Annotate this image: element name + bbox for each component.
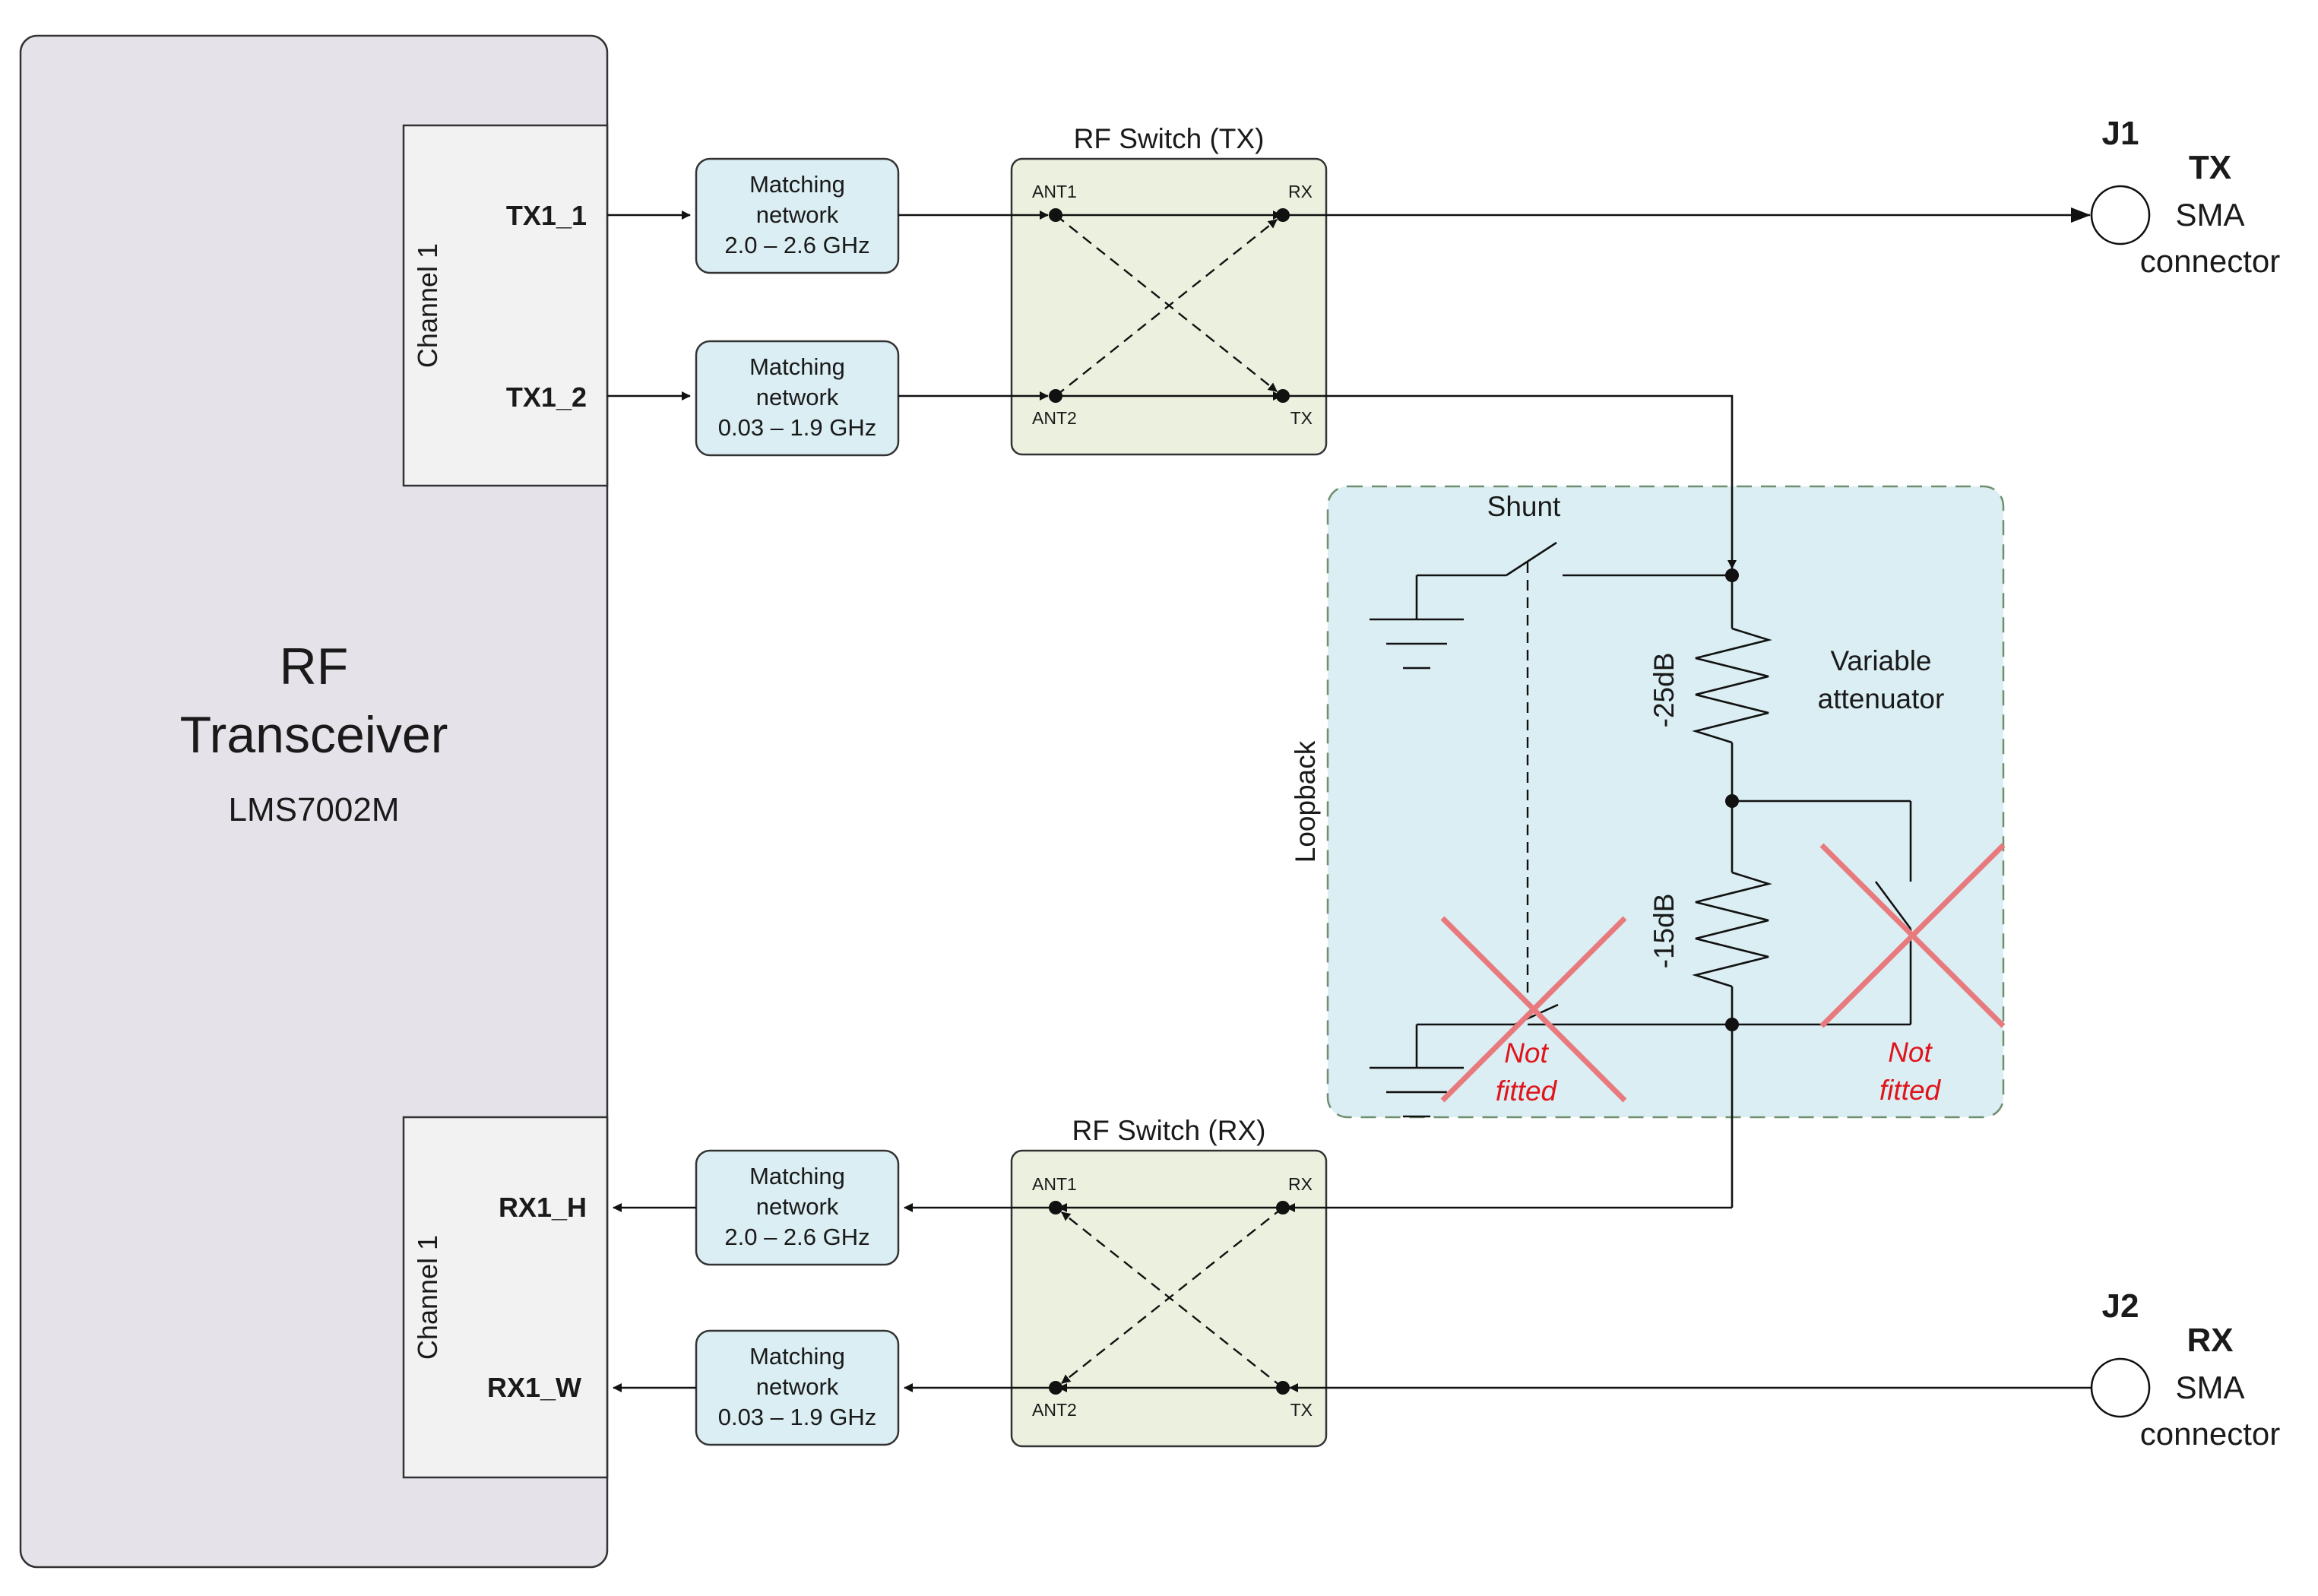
- connector-j2: J2 RX SMA connector: [2090, 1287, 2280, 1452]
- j1-line1: SMA: [2175, 197, 2244, 233]
- not-fitted-label-2a: Not: [1888, 1037, 1933, 1068]
- sw-rx-rx-label: RX: [1288, 1174, 1313, 1194]
- tx-channel-label: Channel 1: [412, 243, 443, 368]
- rf-switch-rx: RF Switch (RX) ANT1 ANT2 RX TX: [1010, 1115, 1328, 1448]
- matching-network-rx-wide: Matching network 0.03 – 1.9 GHz: [695, 1329, 900, 1446]
- sw-tx-tx-label: TX: [1290, 408, 1313, 428]
- mn3-line1: Matching: [749, 1163, 845, 1189]
- resistor-25db-label: -25dB: [1648, 653, 1680, 728]
- mn3-line3: 2.0 – 2.6 GHz: [724, 1224, 869, 1250]
- mn2-line3: 0.03 – 1.9 GHz: [718, 414, 877, 441]
- sma-connector-icon: [2090, 185, 2151, 245]
- loopback-region: Loopback Shunt Variable attenuator -25dB…: [1286, 485, 2006, 1212]
- matching-network-tx-high: Matching network 2.0 – 2.6 GHz: [695, 157, 900, 274]
- transceiver-title-2: Transceiver: [180, 706, 448, 764]
- port-rx1-h-label: RX1_H: [499, 1192, 587, 1223]
- mn1-line2: network: [756, 201, 839, 228]
- matching-network-rx-high: Matching network 2.0 – 2.6 GHz: [695, 1149, 900, 1266]
- rf-switch-tx-title: RF Switch (TX): [1074, 123, 1265, 154]
- sw-rx-ant1-label: ANT1: [1032, 1174, 1077, 1194]
- not-fitted-label-1a: Not: [1504, 1037, 1549, 1069]
- mn4-line2: network: [756, 1373, 839, 1400]
- j2-line2: connector: [2140, 1416, 2280, 1452]
- j2-name: RX: [2187, 1322, 2233, 1359]
- ground-icon: [1370, 618, 1464, 670]
- rx-channel-box: Channel 1 RX1_H RX1_W: [402, 1116, 609, 1479]
- not-fitted-cross-icon: [1819, 843, 2006, 1028]
- mn1-line1: Matching: [749, 171, 845, 198]
- rf-switch-rx-title: RF Switch (RX): [1072, 1115, 1266, 1146]
- resistor-15db-label: -15dB: [1648, 894, 1680, 969]
- mn4-line1: Matching: [749, 1343, 845, 1370]
- shunt-label: Shunt: [1487, 491, 1561, 522]
- attenuator-label-2: attenuator: [1818, 683, 1945, 714]
- j1-name: TX: [2189, 149, 2231, 186]
- tx-signal-wires: [607, 207, 2091, 569]
- port-rx1-w-label: RX1_W: [487, 1372, 581, 1403]
- mn1-line3: 2.0 – 2.6 GHz: [724, 232, 869, 258]
- j2-ref: J2: [2102, 1287, 2139, 1325]
- transceiver-title-1: RF: [280, 638, 349, 695]
- ground-icon: [1370, 1066, 1464, 1118]
- port-tx1-2-label: TX1_2: [506, 382, 587, 413]
- sma-connector-icon: [2090, 1357, 2151, 1418]
- attenuator-label-1: Variable: [1830, 645, 1931, 676]
- shunt-switch-blade: [1506, 541, 1557, 577]
- port-tx1-1-label: TX1_1: [506, 200, 587, 231]
- sw-tx-ant1-label: ANT1: [1032, 182, 1077, 201]
- sw-rx-ant2-label: ANT2: [1032, 1400, 1077, 1420]
- sw-tx-rx-label: RX: [1288, 182, 1313, 201]
- resistor-25db: [1692, 627, 1772, 744]
- rf-switch-tx: RF Switch (TX) ANT1 ANT2 RX TX: [1010, 123, 1328, 456]
- not-fitted-label-2b: fitted: [1879, 1075, 1942, 1106]
- j1-line2: connector: [2140, 243, 2280, 279]
- mn4-line3: 0.03 – 1.9 GHz: [718, 1404, 877, 1430]
- rx-signal-wires: [613, 1203, 2092, 1392]
- transceiver-part-number: LMS7002M: [228, 791, 399, 828]
- sw-rx-tx-label: TX: [1290, 1400, 1313, 1420]
- loopback-label: Loopback: [1290, 740, 1321, 863]
- resistor-15db: [1692, 871, 1772, 988]
- rx-channel-label: Channel 1: [412, 1235, 443, 1360]
- not-fitted-cross-icon: [1440, 916, 1627, 1103]
- not-fitted-label-1b: fitted: [1496, 1075, 1558, 1107]
- connector-j1: J1 TX SMA connector: [2090, 115, 2280, 279]
- tx-channel-box: Channel 1 TX1_1 TX1_2: [402, 124, 609, 487]
- mn2-line1: Matching: [749, 353, 845, 380]
- sw-tx-ant2-label: ANT2: [1032, 408, 1077, 428]
- mn2-line2: network: [756, 384, 839, 410]
- matching-network-tx-wide: Matching network 0.03 – 1.9 GHz: [695, 340, 900, 457]
- mn3-line2: network: [756, 1193, 839, 1220]
- j2-line1: SMA: [2175, 1370, 2244, 1405]
- j1-ref: J1: [2102, 115, 2139, 152]
